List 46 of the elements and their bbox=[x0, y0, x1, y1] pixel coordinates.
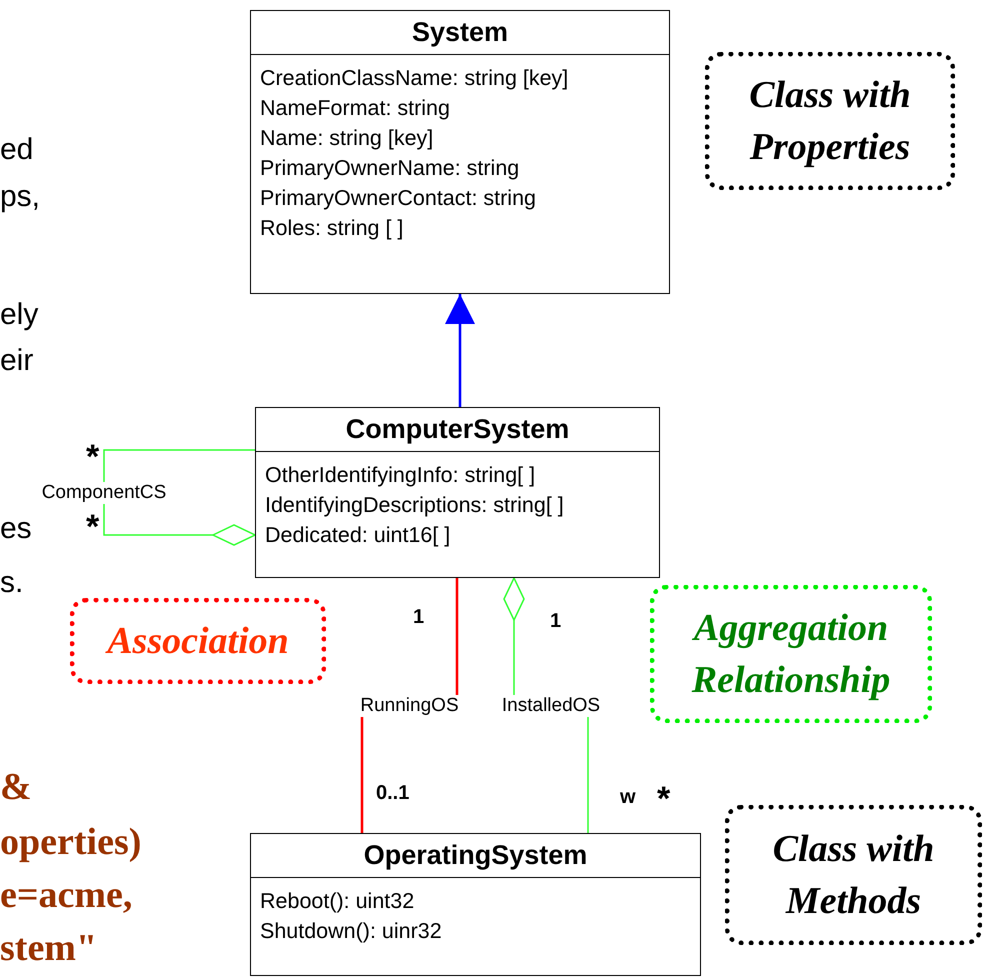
class-box bbox=[250, 833, 701, 976]
class-member: Dedicated: uint16[ ] bbox=[265, 522, 450, 549]
body-text: eir bbox=[0, 344, 34, 378]
class-name: System bbox=[251, 11, 669, 55]
class-member: IdentifyingDescriptions: string[ ] bbox=[265, 492, 564, 519]
class-member: PrimaryOwnerName: string bbox=[260, 155, 520, 182]
class-member: Shutdown(): uinr32 bbox=[260, 918, 442, 945]
class-member: Reboot(): uint32 bbox=[260, 888, 414, 915]
multiplicity-label: 1 bbox=[413, 606, 424, 629]
body-text: ely bbox=[0, 298, 38, 332]
callout-box bbox=[705, 52, 955, 190]
callout-text: Association bbox=[107, 619, 289, 664]
body-text: operties) bbox=[0, 820, 142, 864]
class-name: ComputerSystem bbox=[256, 408, 659, 452]
class-box bbox=[250, 10, 670, 294]
class-box bbox=[255, 407, 660, 578]
body-text: ps, bbox=[0, 180, 40, 214]
callout-box bbox=[70, 598, 326, 684]
body-text: s. bbox=[0, 566, 24, 600]
class-member: CreationClassName: string [key] bbox=[260, 65, 568, 92]
inheritance-arrow bbox=[445, 294, 475, 407]
class-member: PrimaryOwnerContact: string bbox=[260, 185, 536, 212]
class-member: OtherIdentifyingInfo: string[ ] bbox=[265, 462, 536, 489]
callout-text: Aggregation Relationship bbox=[690, 606, 892, 703]
multiplicity-label: 0..1 bbox=[376, 782, 410, 805]
class-member: Roles: string [ ] bbox=[260, 215, 404, 242]
multiplicity-label: * bbox=[86, 438, 100, 477]
body-text: & bbox=[0, 765, 32, 809]
body-text: ed bbox=[0, 133, 34, 167]
multiplicity-label: * bbox=[86, 508, 100, 547]
body-text: e=acme, bbox=[0, 873, 132, 917]
multiplicity-label: 1 bbox=[550, 610, 562, 633]
class-name: OperatingSystem bbox=[251, 834, 700, 878]
body-text: es bbox=[0, 512, 32, 546]
callout-box bbox=[725, 805, 982, 945]
class-member: Name: string [key] bbox=[260, 125, 434, 152]
multiplicity-label: w bbox=[620, 786, 636, 809]
edge-label: RunningOS bbox=[358, 695, 461, 717]
callout-box bbox=[650, 585, 932, 723]
class-member: NameFormat: string bbox=[260, 95, 450, 122]
multiplicity-label: * bbox=[657, 780, 670, 819]
callout-text: Class with Properties bbox=[748, 73, 912, 170]
aggregation-line bbox=[103, 449, 256, 546]
callout-text: Class with Methods bbox=[772, 827, 936, 924]
body-text: stem" bbox=[0, 926, 98, 970]
edge-label: ComponentCS bbox=[40, 482, 168, 504]
